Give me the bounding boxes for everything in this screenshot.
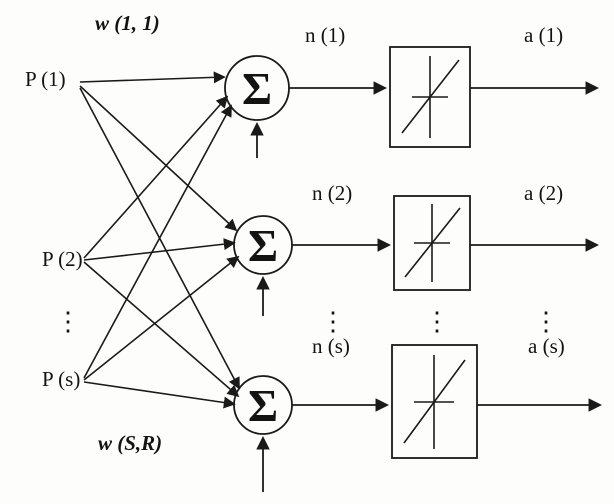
connection-p2-s1 bbox=[83, 95, 229, 259]
ellipsis-outputs: ⋮ bbox=[533, 307, 559, 336]
transfer-slope-3 bbox=[403, 359, 466, 444]
output-label-a1: a (1) bbox=[524, 23, 563, 47]
weight-label-top: w (1, 1) bbox=[95, 11, 160, 35]
transfer-box-2 bbox=[393, 195, 471, 291]
weight-label-bottom: w (S,R) bbox=[98, 431, 162, 455]
transfer-slope-1 bbox=[401, 59, 460, 134]
net-label-n2: n (2) bbox=[312, 181, 352, 205]
connection-p2-s3 bbox=[83, 261, 240, 398]
connection-p1-s2 bbox=[79, 85, 238, 232]
ellipsis-transfer: ⋮ bbox=[424, 307, 450, 336]
connection-p2-s2 bbox=[83, 238, 236, 261]
input-label-ps: P (s) bbox=[42, 367, 80, 391]
net-label-n1: n (1) bbox=[305, 23, 345, 47]
ellipsis-inputs: ⋮ bbox=[55, 307, 81, 336]
input-label-p2: P (2) bbox=[42, 247, 83, 271]
transfer-rect-1 bbox=[389, 46, 471, 148]
transfer-rect-2 bbox=[393, 195, 471, 291]
sigma-symbol-1: Σ bbox=[242, 63, 272, 114]
sigma-symbol-2: Σ bbox=[248, 220, 278, 271]
connection-arrows bbox=[79, 71, 240, 409]
transfer-box-1 bbox=[389, 46, 471, 148]
sum-node-1: Σ bbox=[224, 55, 290, 158]
connection-p1-s1 bbox=[79, 71, 226, 84]
sum-node-3: Σ bbox=[233, 375, 293, 492]
connection-ps-s2 bbox=[83, 255, 240, 381]
ellipsis-net: ⋮ bbox=[320, 307, 346, 336]
transfer-slope-2 bbox=[404, 207, 461, 278]
output-label-a2: a (2) bbox=[524, 181, 563, 205]
output-label-as: a (s) bbox=[528, 334, 565, 358]
sigma-symbol-3: Σ bbox=[248, 380, 278, 431]
sum-node-2: Σ bbox=[233, 215, 293, 316]
transfer-rect-3 bbox=[391, 344, 478, 459]
connection-ps-s3 bbox=[83, 381, 236, 409]
transfer-box-3 bbox=[391, 344, 478, 459]
connection-ps-s1 bbox=[83, 104, 232, 379]
input-label-p1: P (1) bbox=[25, 67, 66, 91]
net-label-ns: n (s) bbox=[312, 334, 350, 358]
